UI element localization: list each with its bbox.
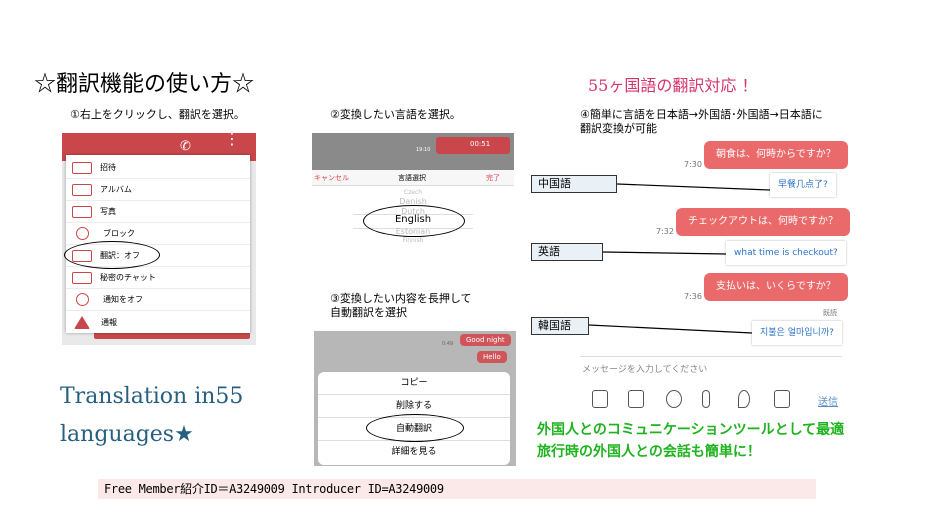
photo-icon: [72, 205, 92, 218]
menu-item-report[interactable]: 通報: [66, 311, 250, 333]
done-button[interactable]: 完了: [486, 174, 500, 182]
read-status: 既読: [823, 309, 837, 317]
location-icon[interactable]: [738, 390, 750, 408]
english-line2: languages★: [60, 422, 194, 447]
language-tag-english: 英語: [531, 243, 603, 261]
menu-item-invite[interactable]: 招待: [66, 157, 250, 179]
translated-message[interactable]: 早餐几点了?: [770, 173, 836, 197]
english-line1: Translation in55: [60, 384, 244, 409]
step3-caption: ③変換したい内容を長押して自動翻訳を選択: [330, 292, 472, 320]
message-time: 7:32: [656, 227, 674, 236]
menu-label: アルバム: [100, 185, 132, 194]
language-option[interactable]: Czech: [403, 189, 423, 196]
menu-item-photo[interactable]: 写真: [66, 201, 250, 223]
page-title: ☆翻訳機能の使い方☆: [34, 72, 255, 97]
picker-toolbar: キャンセル 言語選択 完了: [312, 170, 514, 186]
keyboard-icon[interactable]: [592, 390, 608, 408]
screenshot-language-picker: 00:51 19:10 キャンセル 言語選択 完了 Czech Danish D…: [312, 133, 514, 249]
language-tag-korean: 韓国語: [531, 317, 589, 335]
chat-bubble: Good night: [460, 334, 511, 346]
call-bubble: 00:51: [436, 137, 510, 154]
send-button[interactable]: 送信: [818, 397, 838, 408]
connector-line: [616, 183, 771, 191]
step1-caption: ①右上をクリックし、翻訳を選択。: [70, 108, 245, 121]
connector-line: [602, 251, 727, 255]
language-option[interactable]: Finnish: [402, 237, 424, 244]
call-duration: 00:51: [470, 140, 491, 148]
phone-icon[interactable]: ✆: [180, 139, 191, 154]
menu-item-secret-chat[interactable]: 秘密のチャット: [66, 267, 250, 289]
menu-item-block[interactable]: ブロック: [66, 223, 250, 245]
invite-icon: [72, 161, 92, 174]
highlight-oval: [363, 205, 465, 237]
tag-label: 韓国語: [538, 319, 571, 332]
message-input-area: メッセージを入力してください 送信: [580, 356, 842, 416]
timestamp: 19:10: [416, 147, 431, 153]
tag-label: 英語: [538, 245, 560, 258]
menu-label: 招待: [100, 163, 116, 172]
report-icon: [74, 315, 90, 329]
translated-message[interactable]: 지불은 얼마입니까?: [752, 321, 842, 345]
step4-caption: ④簡単に言語を日本語→外国語･外国語→日本語に翻訳変換が可能: [580, 108, 823, 136]
menu-label: 写真: [100, 207, 116, 216]
language-tag-chinese: 中国語: [531, 175, 617, 193]
connector-line: [588, 324, 753, 334]
step4-line2: 翻訳変換が可能: [580, 122, 657, 135]
promo-line1: 外国人とのコミュニケーションツールとして最適: [537, 422, 845, 438]
menu-item-album[interactable]: アルバム: [66, 179, 250, 201]
album-icon: [72, 183, 92, 196]
highlight-oval: [64, 241, 160, 269]
chat-screenshot: 7:30 朝食は、何時からですか？ 早餐几点了? 7:32 チェックアウトは、何…: [530, 137, 850, 417]
step3-line2: 自動翻訳を選択: [330, 306, 407, 319]
tag-label: 中国語: [538, 177, 571, 190]
promo-line2: 旅行時の外国人との会話も簡単に！: [537, 444, 761, 460]
language-option[interactable]: Danish: [399, 197, 427, 206]
secret-chat-icon: [72, 271, 92, 284]
cancel-button[interactable]: キャンセル: [314, 174, 349, 182]
highlight-oval: [366, 414, 464, 442]
copy-option[interactable]: コピー: [318, 372, 510, 395]
english-caption: Translation in55 languages★: [60, 378, 243, 454]
step4-line1: ④簡単に言語を日本語→外国語･外国語→日本語に: [580, 108, 823, 121]
step2-caption: ②変換したい言語を選択。: [330, 108, 461, 121]
step3-line1: ③変換したい内容を長押して: [330, 292, 472, 305]
timestamp: 0:49: [442, 341, 454, 347]
picker-title: 言語選択: [398, 174, 426, 182]
sent-message[interactable]: チェックアウトは、何時ですか？: [676, 208, 850, 236]
bell-icon: [76, 293, 89, 306]
contact-icon[interactable]: [774, 390, 790, 408]
sent-message[interactable]: 朝食は、何時からですか？: [704, 141, 848, 169]
details-option[interactable]: 詳細を見る: [391, 447, 437, 457]
menu-label: 通報: [101, 317, 117, 327]
message-time: 7:30: [684, 160, 702, 169]
translated-message[interactable]: what time is checkout?: [726, 241, 846, 265]
chat-bubble: Hello: [477, 351, 507, 363]
block-icon: [76, 227, 89, 240]
menu-label: ブロック: [103, 229, 135, 238]
message-input[interactable]: メッセージを入力してください: [582, 365, 708, 375]
message-time: 7:36: [684, 292, 702, 301]
sticker-icon[interactable]: [628, 390, 644, 408]
menu-item-notify-off[interactable]: 通知をオフ: [66, 289, 250, 311]
sent-message[interactable]: 支払いは、いくらですか？: [704, 273, 848, 301]
microphone-icon[interactable]: [702, 390, 710, 408]
menu-label: 通知をオフ: [103, 295, 143, 304]
promo-text: 外国人とのコミュニケーションツールとして最適旅行時の外国人との会話も簡単に！: [537, 419, 844, 463]
menu-label: 秘密のチャット: [100, 273, 156, 282]
emoji-icon[interactable]: [666, 390, 682, 408]
languages-headline: 55ヶ国語の翻訳対応 ！: [588, 76, 758, 95]
referral-footer: Free Member紹介ID＝A3249009 Introducer ID=A…: [98, 479, 816, 499]
